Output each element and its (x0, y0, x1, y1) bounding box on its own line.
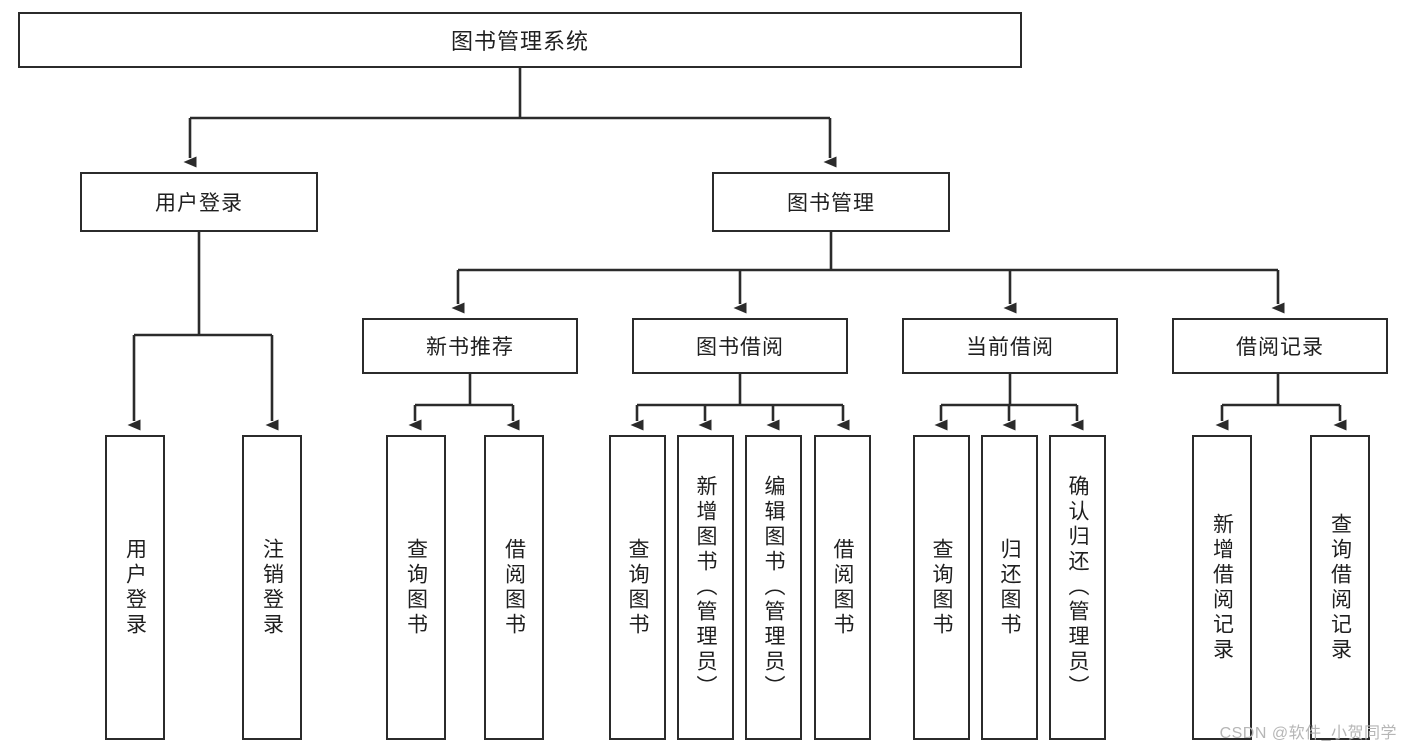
node-label: 归还图书 (998, 537, 1021, 638)
node-label: 借阅记录 (1236, 336, 1324, 359)
node-new-book-recommend[interactable]: 新书推荐 (362, 318, 578, 374)
node-label: 确认归还（管理员） (1066, 475, 1089, 700)
node-label: 查询图书 (404, 537, 428, 638)
node-label: 新书推荐 (426, 336, 514, 359)
csdn-watermark: CSDN @软件_小贺同学 (1219, 725, 1397, 742)
node-label: 新增图书（管理员） (694, 475, 717, 700)
node-label: 查询图书 (626, 537, 649, 638)
node-label: 当前借阅 (966, 336, 1054, 359)
node-label: 查询借阅记录 (1328, 512, 1352, 663)
leaf-borrow-book[interactable]: 借阅图书 (814, 435, 871, 740)
leaf-edit-book-admin[interactable]: 编辑图书（管理员） (745, 435, 802, 740)
leaf-add-book-admin[interactable]: 新增图书（管理员） (677, 435, 734, 740)
leaf-query-book-borrow[interactable]: 查询图书 (609, 435, 666, 740)
node-label: 用户登录 (123, 537, 147, 638)
node-label: 新增借阅记录 (1210, 512, 1234, 663)
node-label: 图书借阅 (696, 336, 784, 359)
leaf-logout[interactable]: 注销登录 (242, 435, 302, 740)
leaf-borrow-book-recommend[interactable]: 借阅图书 (484, 435, 544, 740)
node-label: 图书管理 (787, 192, 875, 215)
node-label: 查询图书 (930, 537, 953, 638)
leaf-query-borrow-record[interactable]: 查询借阅记录 (1310, 435, 1370, 740)
leaf-query-book-current[interactable]: 查询图书 (913, 435, 970, 740)
node-label: 用户登录 (155, 192, 243, 215)
leaf-confirm-return-admin[interactable]: 确认归还（管理员） (1049, 435, 1106, 740)
leaf-return-book[interactable]: 归还图书 (981, 435, 1038, 740)
node-label: 编辑图书（管理员） (762, 475, 785, 700)
leaf-query-book-recommend[interactable]: 查询图书 (386, 435, 446, 740)
node-label: 图书管理系统 (450, 29, 589, 54)
node-label: 借阅图书 (831, 537, 854, 638)
node-current-borrow[interactable]: 当前借阅 (902, 318, 1118, 374)
node-book-management[interactable]: 图书管理 (712, 172, 950, 232)
node-label: 借阅图书 (502, 537, 526, 638)
node-label: 注销登录 (260, 537, 284, 638)
leaf-add-borrow-record[interactable]: 新增借阅记录 (1192, 435, 1252, 740)
leaf-user-login[interactable]: 用户登录 (105, 435, 165, 740)
node-book-borrow[interactable]: 图书借阅 (632, 318, 848, 374)
node-user-login[interactable]: 用户登录 (80, 172, 318, 232)
node-root-library-system[interactable]: 图书管理系统 (18, 12, 1022, 68)
node-borrow-record[interactable]: 借阅记录 (1172, 318, 1388, 374)
